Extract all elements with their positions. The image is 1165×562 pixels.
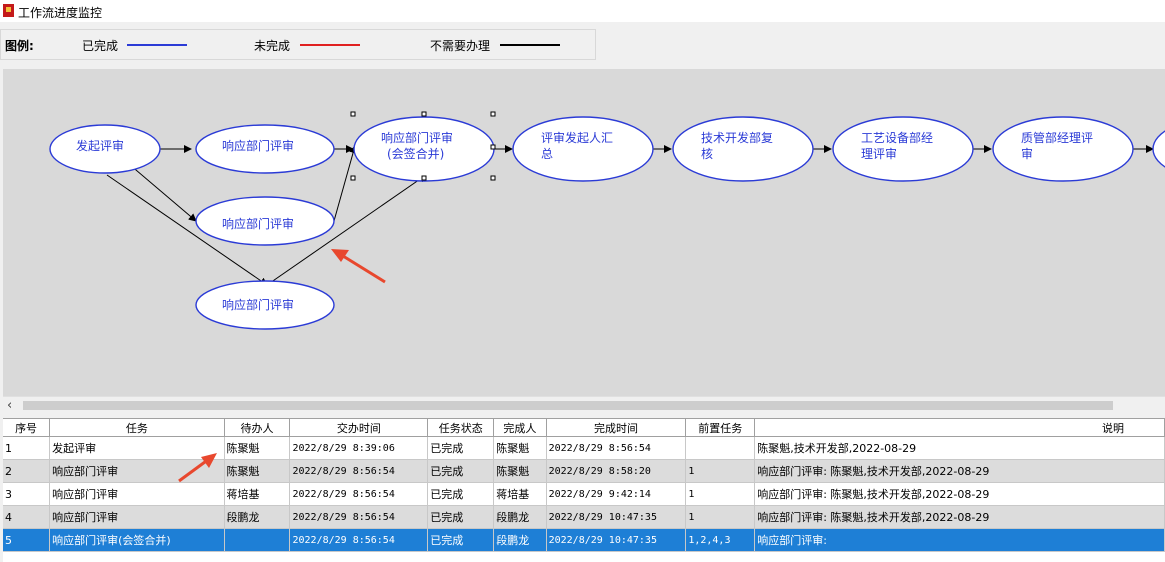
node-dept-review-3[interactable] bbox=[195, 280, 335, 330]
legend-item-not-needed: 不需要办理 bbox=[430, 39, 491, 53]
node-label-summary-2: 总 bbox=[541, 147, 553, 161]
node-label-craft-2: 理评审 bbox=[861, 146, 897, 161]
app-icon bbox=[3, 4, 14, 17]
legend-line-completed bbox=[127, 44, 187, 46]
node-label-quality-2: 审 bbox=[1021, 146, 1033, 161]
col-header-completed-by[interactable]: 完成人 bbox=[493, 419, 547, 437]
node-label-tech-1: 技术开发部复 bbox=[701, 130, 773, 145]
node-label-review-3: 响应部门评审 bbox=[222, 297, 294, 312]
table-row[interactable]: 2 响应部门评审 陈聚魁 2022/8/29 8:56:54 已完成 陈聚魁 2… bbox=[3, 459, 1165, 483]
edge-start-to-review3 bbox=[106, 174, 268, 286]
title-bar: 工作流进度监控 bbox=[0, 0, 1165, 22]
col-header-status[interactable]: 任务状态 bbox=[427, 419, 495, 437]
node-label-merge-2: (会签合并) bbox=[387, 146, 444, 161]
annotation-arrow-diagram bbox=[331, 249, 386, 284]
node-label-quality-1: 质管部经理评 bbox=[1021, 130, 1093, 145]
node-label-tech-2: 核 bbox=[701, 147, 713, 161]
legend-panel: 图例: 已完成 未完成 不需要办理 bbox=[0, 29, 596, 60]
node-label-start: 发起评审 bbox=[76, 138, 124, 153]
legend-line-incomplete bbox=[300, 44, 360, 46]
node-label-review-2: 响应部门评审 bbox=[222, 216, 294, 231]
node-start-review[interactable] bbox=[49, 124, 161, 174]
flow-canvas[interactable]: 发起评审 响应部门评审 响应部门评审 响应部门评审 响应部门评审 (会签合并) … bbox=[3, 69, 1165, 396]
col-header-index[interactable]: 序号 bbox=[3, 419, 51, 437]
col-header-prerequisite[interactable]: 前置任务 bbox=[685, 419, 756, 437]
node-dept-review-2[interactable] bbox=[195, 196, 335, 246]
horizontal-scrollbar[interactable]: ‹ bbox=[3, 396, 1165, 414]
col-header-completed-time[interactable]: 完成时间 bbox=[546, 419, 687, 437]
node-label-review-1: 响应部门评审 bbox=[222, 138, 294, 153]
table-row-selected[interactable]: 5 响应部门评审(会签合并) 2022/8/29 8:56:54 已完成 段鹏龙… bbox=[3, 528, 1165, 552]
legend-item-incomplete: 未完成 bbox=[254, 39, 291, 53]
flow-diagram: 发起评审 响应部门评审 响应部门评审 响应部门评审 响应部门评审 (会签合并) … bbox=[49, 111, 1165, 330]
window-title: 工作流进度监控 bbox=[18, 6, 103, 20]
node-craft-dept-review[interactable] bbox=[832, 116, 974, 182]
col-header-description[interactable]: 说明 bbox=[754, 419, 1165, 437]
table-header: 序号 任务 待办人 交办时间 任务状态 完成人 完成时间 前置任务 说明 bbox=[3, 419, 1165, 437]
scroll-thumb[interactable] bbox=[23, 401, 1113, 410]
node-initiator-summary[interactable] bbox=[512, 116, 654, 182]
edge-review2-to-merge bbox=[333, 145, 357, 222]
table-row[interactable]: 3 响应部门评审 蒋培基 2022/8/29 8:56:54 已完成 蒋培基 2… bbox=[3, 482, 1165, 506]
scroll-left-icon[interactable]: ‹ bbox=[7, 398, 13, 413]
legend-line-not-needed bbox=[500, 44, 560, 46]
col-header-task[interactable]: 任务 bbox=[49, 419, 225, 437]
edge-review3-to-merge bbox=[266, 174, 427, 286]
node-tech-dept-recheck[interactable] bbox=[672, 116, 814, 182]
node-dept-review-1[interactable] bbox=[195, 124, 335, 174]
legend-label: 图例: bbox=[5, 39, 34, 53]
node-label-craft-1: 工艺设备部经 bbox=[861, 130, 933, 145]
table-row[interactable]: 1 发起评审 陈聚魁 2022/8/29 8:39:06 已完成 陈聚魁 202… bbox=[3, 436, 1165, 460]
selection-handles bbox=[350, 111, 496, 181]
annotation-arrow-table bbox=[178, 453, 217, 483]
legend-item-completed: 已完成 bbox=[82, 39, 119, 53]
node-quality-dept-review[interactable] bbox=[992, 116, 1134, 182]
table-row[interactable]: 4 响应部门评审 段鹏龙 2022/8/29 8:56:54 已完成 段鹏龙 2… bbox=[3, 505, 1165, 529]
task-grid: 序号 任务 待办人 交办时间 任务状态 完成人 完成时间 前置任务 说明 1 发… bbox=[3, 418, 1165, 562]
node-label-merge-1: 响应部门评审 bbox=[381, 130, 453, 145]
col-header-assignee[interactable]: 待办人 bbox=[224, 419, 291, 437]
node-next-partial[interactable] bbox=[1152, 117, 1165, 181]
task-table: 序号 任务 待办人 交办时间 任务状态 完成人 完成时间 前置任务 说明 1 发… bbox=[3, 419, 1165, 552]
node-label-summary-1: 评审发起人汇 bbox=[541, 130, 613, 145]
col-header-assigned-time[interactable]: 交办时间 bbox=[289, 419, 429, 437]
